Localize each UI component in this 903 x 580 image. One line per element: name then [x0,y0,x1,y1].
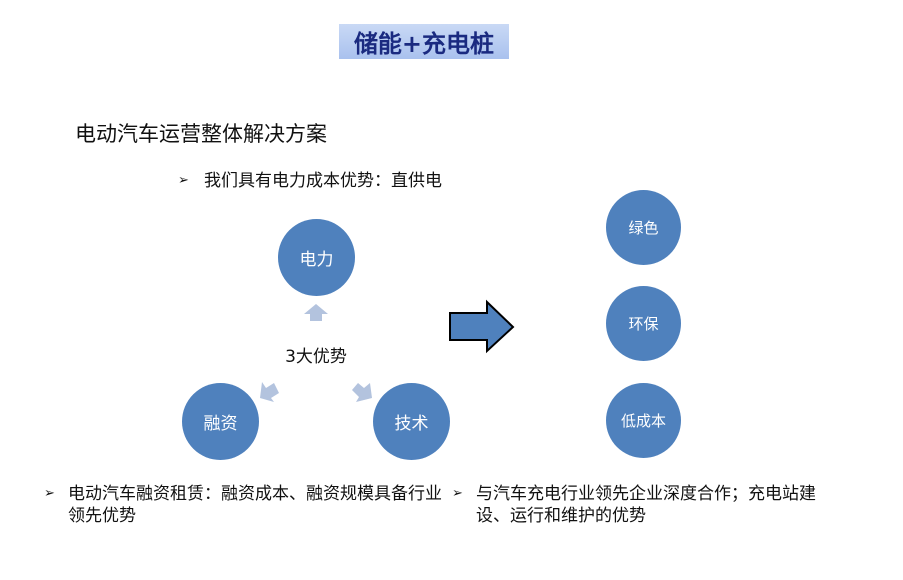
outcome-low-cost: 低成本 [606,383,681,458]
up-arrow-icon [304,304,328,321]
bullet-left: ➢ 电动汽车融资租赁：融资成本、融资规模具备行业领先优势 [44,483,444,527]
bullet-marker-icon: ➢ [44,486,55,501]
advantage-power: 电力 [278,219,355,296]
subtitle: 电动汽车运营整体解决方案 [75,122,327,146]
bullet-marker-icon: ➢ [452,486,463,501]
advantage-tech: 技术 [373,383,450,460]
slide-title: 储能+充电桩 [339,24,509,59]
outcome-green: 绿色 [606,190,681,265]
bullet-right-text: 与汽车充电行业领先企业深度合作；充电站建设、运行和维护的优势 [476,484,816,526]
bullet-left-text: 电动汽车融资租赁：融资成本、融资规模具备行业领先优势 [68,484,442,526]
down-left-arrow-icon [260,382,279,402]
bullet-right: ➢ 与汽车充电行业领先企业深度合作；充电站建设、运行和维护的优势 [452,483,832,527]
advantage-finance: 融资 [182,383,259,460]
bullet-top: ➢ 我们具有电力成本优势：直供电 [178,170,442,192]
right-arrow-icon [449,299,515,354]
down-right-arrow-icon [352,383,372,402]
center-label: 3大优势 [285,347,347,367]
outcome-eco: 环保 [606,286,681,361]
bullet-top-text: 我们具有电力成本优势：直供电 [204,171,442,191]
bullet-marker-icon: ➢ [178,173,189,188]
